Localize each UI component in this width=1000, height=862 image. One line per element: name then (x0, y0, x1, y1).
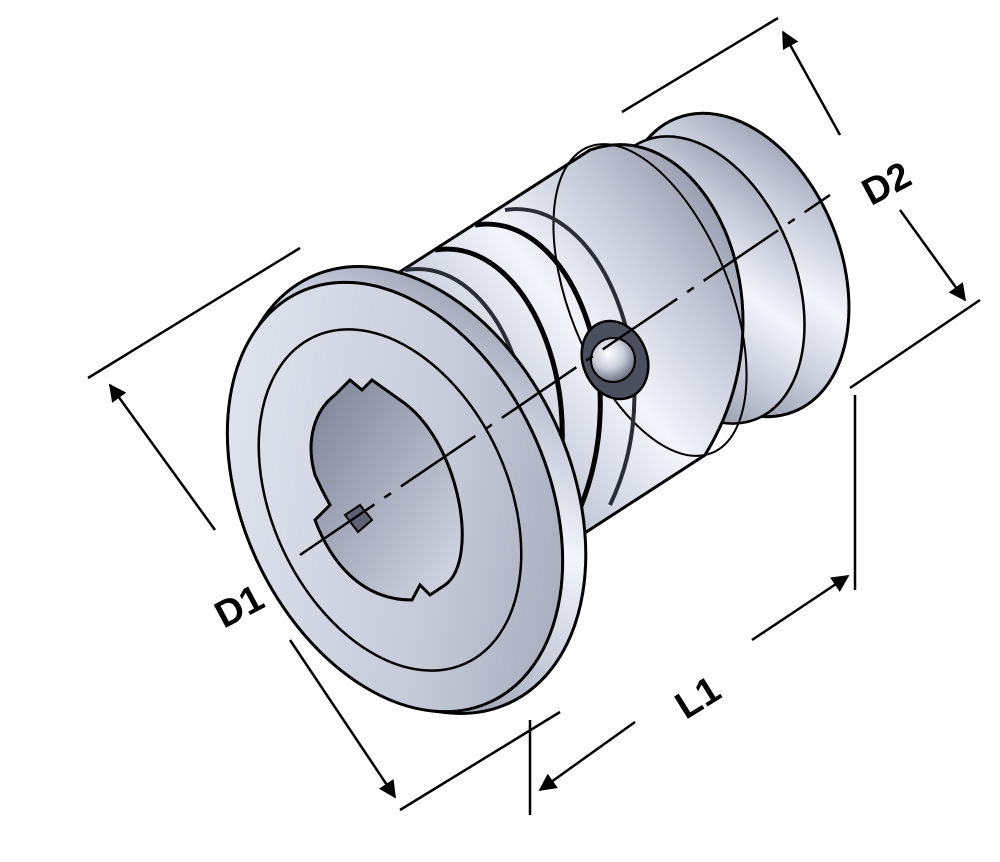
d2-label: D2 (856, 154, 919, 214)
center-axis-line (299, 193, 831, 557)
keyed-bore (309, 377, 464, 602)
detent-ball (580, 319, 650, 401)
l1-label: L1 (668, 669, 728, 728)
d1-label: D1 (208, 577, 271, 637)
tool-holder-part (225, 111, 851, 715)
